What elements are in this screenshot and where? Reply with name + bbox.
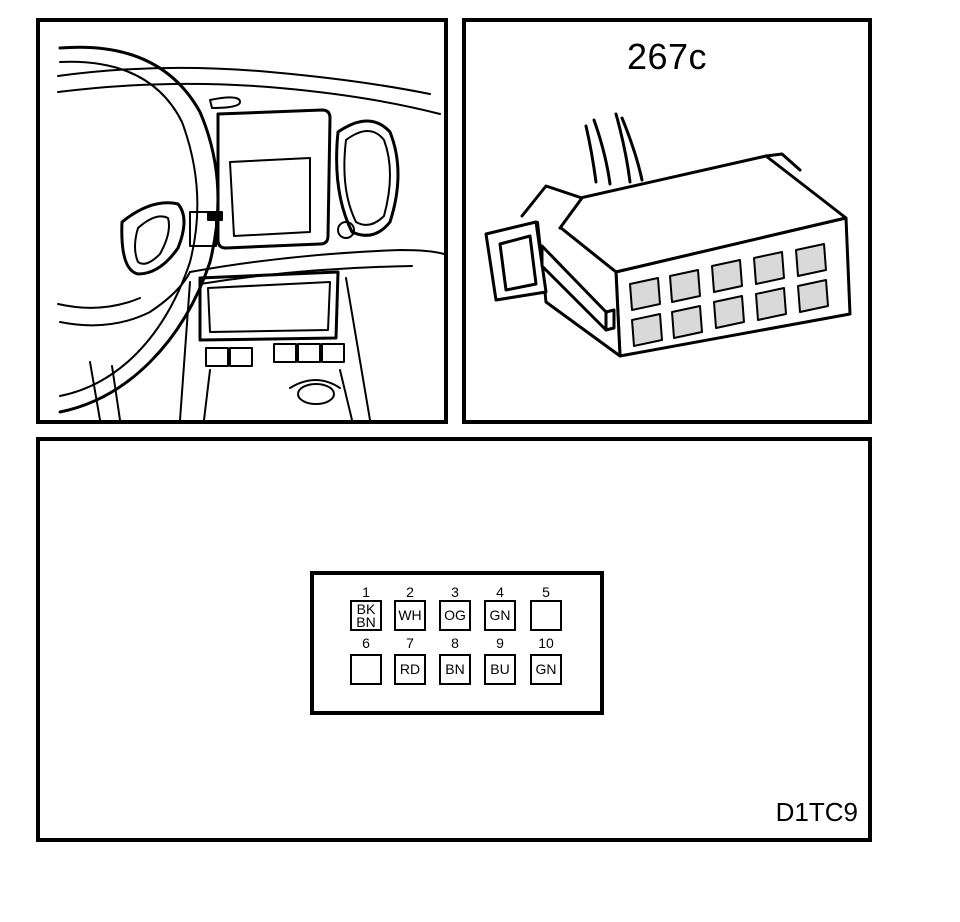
- connector-label: 267c: [626, 36, 708, 77]
- pin-wire-color: RD: [399, 661, 421, 677]
- pin-cavity: GN: [530, 654, 562, 685]
- wire-color-code: OG: [444, 607, 466, 623]
- pin-number: 5: [542, 584, 550, 600]
- pin-wire-color: GN: [535, 661, 557, 677]
- pin-cavity: [350, 654, 382, 685]
- wire-color-code: BN: [445, 661, 465, 677]
- connector-illustration: [484, 112, 852, 358]
- pin-number: 3: [451, 584, 459, 600]
- pin-cavity: BN: [439, 654, 471, 685]
- dashboard-location-panel: [36, 18, 448, 424]
- reference-code: D1TC9: [775, 797, 858, 827]
- pin-wire-color: BU: [490, 661, 510, 677]
- pin-number: 7: [406, 635, 414, 651]
- pin-number: 10: [538, 635, 554, 651]
- pin-number: 1: [362, 584, 370, 600]
- dashboard-illustration: [57, 45, 444, 420]
- pin-cavity: [530, 600, 562, 631]
- wire-color-code: GN: [535, 661, 557, 677]
- pin-number: 4: [496, 584, 504, 600]
- wire-color-code: RD: [399, 661, 421, 677]
- pin-wire-color: OG: [444, 607, 466, 623]
- pin-wire-color: WH: [398, 607, 422, 623]
- pin-cavity: OG: [439, 600, 471, 631]
- pin-cavity: BU: [484, 654, 516, 685]
- wire-color-code: BK: [356, 600, 376, 617]
- pin-number: 8: [451, 635, 459, 651]
- connector-panel: 267c: [462, 18, 872, 424]
- pin-wire-color: GN: [489, 607, 511, 623]
- pin-number: 6: [362, 635, 370, 651]
- wire-color-code: BN: [356, 613, 376, 630]
- wire-color-code: WH: [398, 607, 422, 623]
- wire-color-code: GN: [489, 607, 511, 623]
- pin-number: 2: [406, 584, 414, 600]
- pin-wire-color: BN: [445, 661, 465, 677]
- pin-cavity: GN: [484, 600, 516, 631]
- wire-color-code: BU: [490, 661, 510, 677]
- pin-cavity: WH: [394, 600, 426, 631]
- pin-cavity: RD: [394, 654, 426, 685]
- pin-number: 9: [496, 635, 504, 651]
